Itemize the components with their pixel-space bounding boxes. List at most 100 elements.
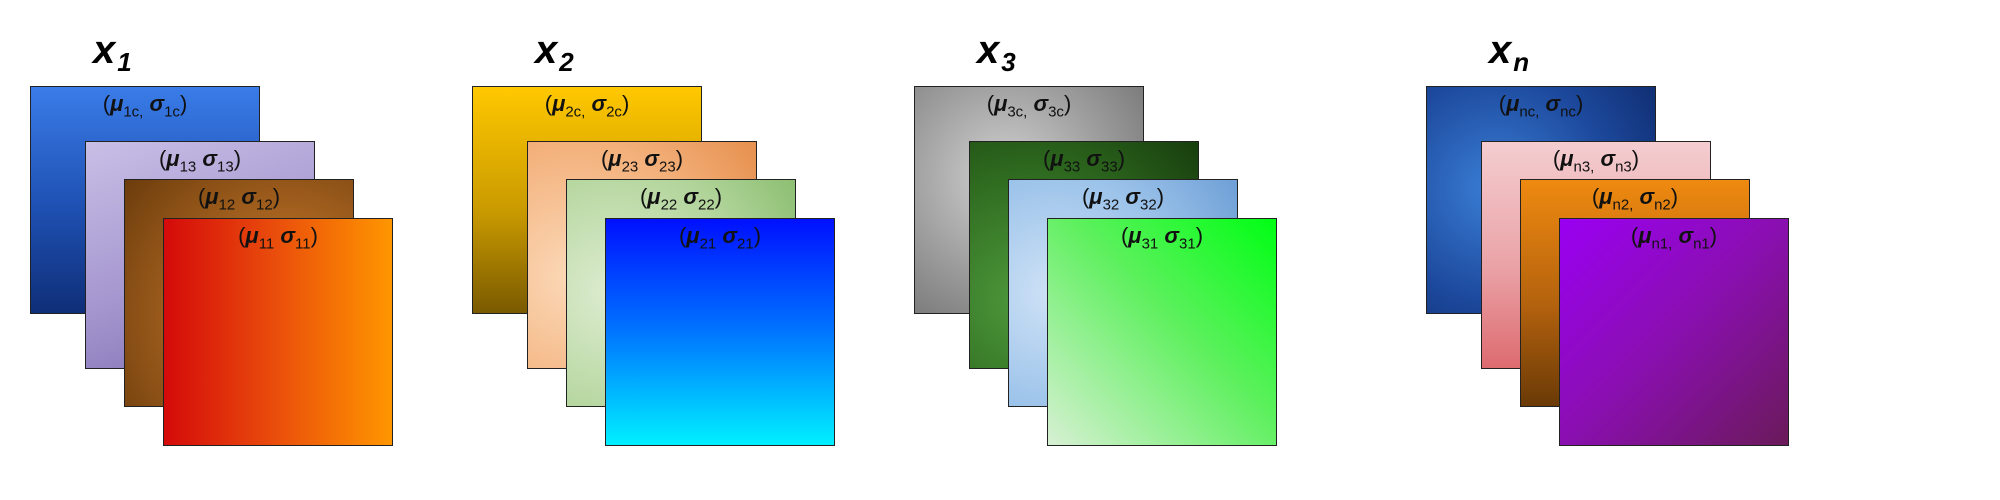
variable-title: x3 <box>977 28 1016 75</box>
mu-subscript: n1, <box>1651 235 1673 253</box>
layer-parameter-label: (μ12 σ12) <box>197 184 281 214</box>
mu-symbol: μ <box>245 223 259 248</box>
mu-symbol: μ <box>608 146 622 171</box>
sigma-subscript: 31 <box>1179 235 1196 253</box>
mu-subscript: 33 <box>1063 158 1081 176</box>
mu-symbol: μ <box>1638 223 1652 248</box>
layer-parameter-label: (μ2c, σ2c) <box>544 91 630 121</box>
sigma-subscript: 22 <box>698 196 715 214</box>
layer-parameter-label: (μn1, σn1) <box>1630 223 1718 253</box>
mu-symbol: μ <box>994 91 1008 116</box>
layer-parameter-label: (μ13 σ13) <box>158 146 242 176</box>
layer-parameter-label: (μnc, σnc) <box>1498 91 1584 121</box>
mu-subscript: n2, <box>1612 196 1634 214</box>
variable-group-2: x2(μ2c, σ2c)(μ23 σ23)(μ22 σ22)(μ21 σ21) <box>472 0 892 500</box>
layer-parameter-label: (μn2, σn2) <box>1591 184 1679 214</box>
variable-title-base: x <box>93 28 116 72</box>
variable-title-base: x <box>535 28 558 72</box>
sigma-subscript: 13 <box>217 158 234 176</box>
sigma-symbol: σ <box>1678 223 1694 248</box>
layer-parameter-label: (μ22 σ22) <box>639 184 723 214</box>
gaussian-layer: (μ11 σ11) <box>163 218 393 446</box>
mu-subscript: 13 <box>179 158 197 176</box>
sigma-subscript: n2 <box>1654 196 1671 214</box>
sigma-symbol: σ <box>241 184 256 209</box>
sigma-subscript: 32 <box>1140 196 1157 214</box>
mu-subscript: 23 <box>621 158 639 176</box>
sigma-symbol: σ <box>722 223 737 248</box>
mu-subscript: 32 <box>1102 196 1120 214</box>
sigma-symbol: σ <box>591 91 607 116</box>
sigma-symbol: σ <box>202 146 217 171</box>
sigma-subscript: 21 <box>737 235 754 253</box>
variable-title-base: x <box>1489 28 1512 72</box>
gaussian-layer: (μn1, σn1) <box>1559 218 1789 446</box>
mu-subscript: 2c, <box>565 103 586 121</box>
mu-symbol: μ <box>1599 184 1613 209</box>
mu-symbol: μ <box>686 223 700 248</box>
variable-title-subscript: 3 <box>1001 47 1016 77</box>
mu-symbol: μ <box>1506 91 1520 116</box>
mu-subscript: 31 <box>1141 235 1159 253</box>
variable-title-subscript: n <box>1513 47 1530 77</box>
layer-parameter-label: (μ1c, σ1c) <box>102 91 188 121</box>
layer-parameter-label: (μ3c, σ3c) <box>986 91 1072 121</box>
sigma-subscript: nc <box>1560 103 1576 121</box>
sigma-symbol: σ <box>1086 146 1101 171</box>
sigma-subscript: n3 <box>1615 158 1632 176</box>
layer-parameter-label: (μ31 σ31) <box>1120 223 1204 253</box>
variable-title: x2 <box>535 28 574 75</box>
variable-group-3: x3(μ3c, σ3c)(μ33 σ33)(μ32 σ32)(μ31 σ31) <box>914 0 1334 500</box>
layer-parameter-label: (μ11 σ11) <box>238 223 318 253</box>
sigma-subscript: 23 <box>659 158 676 176</box>
gaussian-layer: (μ21 σ21) <box>605 218 835 446</box>
sigma-symbol: σ <box>280 223 295 248</box>
mu-subscript: n3, <box>1573 158 1595 176</box>
mu-symbol: μ <box>110 91 124 116</box>
sigma-symbol: σ <box>1164 223 1179 248</box>
sigma-subscript: 11 <box>295 235 311 253</box>
layer-parameter-label: (μn3, σn3) <box>1552 146 1640 176</box>
variable-title: x1 <box>93 28 132 75</box>
mu-subscript: 21 <box>699 235 717 253</box>
sigma-subscript: 3c <box>1048 103 1064 121</box>
mu-symbol: μ <box>647 184 661 209</box>
variable-group-1: x1(μ1c, σ1c)(μ13 σ13)(μ12 σ12)(μ11 σ11) <box>30 0 450 500</box>
sigma-symbol: σ <box>1639 184 1655 209</box>
sigma-symbol: σ <box>149 91 165 116</box>
sigma-subscript: 2c <box>606 103 622 121</box>
sigma-subscript: 1c <box>164 103 180 121</box>
mu-subscript: 3c, <box>1007 103 1028 121</box>
sigma-symbol: σ <box>1033 91 1049 116</box>
gaussian-layer: (μ31 σ31) <box>1047 218 1277 446</box>
mu-subscript: 11 <box>258 235 275 253</box>
mu-symbol: μ <box>1560 146 1574 171</box>
mu-symbol: μ <box>205 184 219 209</box>
layer-parameter-label: (μ32 σ32) <box>1081 184 1165 214</box>
sigma-symbol: σ <box>1545 91 1561 116</box>
mu-symbol: μ <box>1050 146 1064 171</box>
sigma-symbol: σ <box>1600 146 1616 171</box>
variable-title-subscript: 1 <box>117 47 132 77</box>
variable-title-base: x <box>977 28 1000 72</box>
mu-subscript: 22 <box>660 196 678 214</box>
mu-subscript: 12 <box>218 196 236 214</box>
mu-symbol: μ <box>1128 223 1142 248</box>
variable-group-4: xn(μnc, σnc)(μn3, σn3)(μn2, σn2)(μn1, σn… <box>1426 0 1846 500</box>
variable-title-subscript: 2 <box>559 47 574 77</box>
sigma-symbol: σ <box>683 184 698 209</box>
sigma-symbol: σ <box>644 146 659 171</box>
mu-symbol: μ <box>1089 184 1103 209</box>
layer-parameter-label: (μ21 σ21) <box>678 223 762 253</box>
mu-symbol: μ <box>552 91 566 116</box>
mu-subscript: nc, <box>1519 103 1540 121</box>
sigma-subscript: n1 <box>1693 235 1710 253</box>
mu-subscript: 1c, <box>123 103 144 121</box>
sigma-subscript: 33 <box>1101 158 1118 176</box>
sigma-symbol: σ <box>1125 184 1140 209</box>
layer-parameter-label: (μ33 σ33) <box>1042 146 1126 176</box>
mu-symbol: μ <box>166 146 180 171</box>
layer-parameter-label: (μ23 σ23) <box>600 146 684 176</box>
variable-title: xn <box>1489 28 1529 75</box>
sigma-subscript: 12 <box>256 196 273 214</box>
